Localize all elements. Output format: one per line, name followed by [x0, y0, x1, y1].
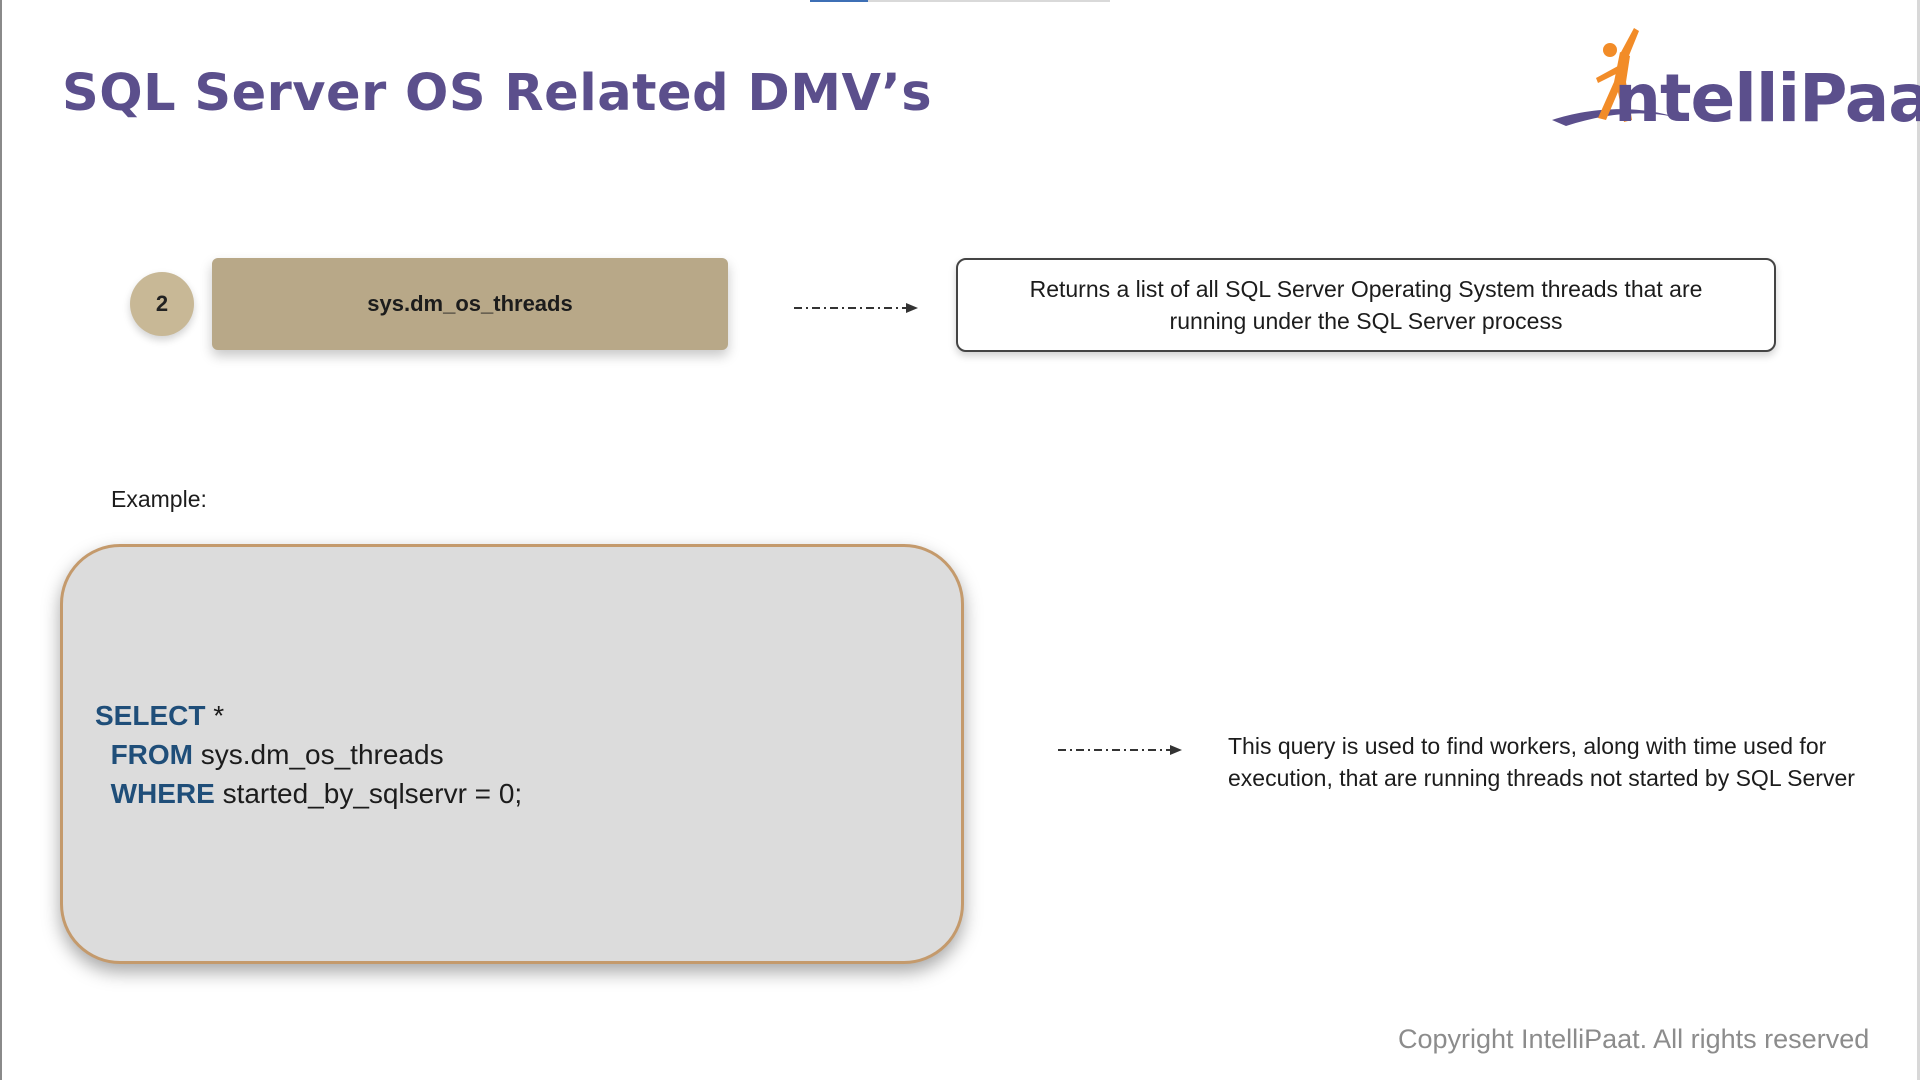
top-progress-indicator: [810, 0, 868, 2]
query-description: This query is used to find workers, alon…: [1228, 733, 1855, 791]
code-example-box: [60, 544, 964, 964]
jumping-person-icon: [1552, 28, 1678, 126]
example-label: Example:: [111, 486, 207, 512]
dashed-arrow-icon: [1058, 745, 1182, 755]
code-line-2-rest: sys.dm_os_threads: [193, 739, 444, 770]
dmv-description-text: Returns a list of all SQL Server Operati…: [1029, 276, 1703, 334]
slide-left-border: [0, 0, 2, 1080]
dmv-name-box: sys.dm_os_threads: [212, 258, 728, 350]
step-number-badge: 2: [130, 272, 194, 336]
code-line-1-rest: *: [205, 700, 225, 731]
top-progress-strip: [810, 0, 1110, 2]
code-keyword-from: FROM: [110, 739, 193, 770]
code-keyword-select: SELECT: [95, 700, 206, 731]
dashed-arrow-icon: [794, 303, 918, 313]
sql-code-block: SELECT * FROM sys.dm_os_threads WHERE st…: [95, 696, 522, 813]
intellipaat-logo: ntelliPaat: [1548, 22, 1920, 152]
dmv-description-box: Returns a list of all SQL Server Operati…: [956, 258, 1776, 352]
slide-title: SQL Server OS Related DMV’s: [62, 64, 933, 123]
code-line-3-rest: started_by_sqlservr = 0;: [214, 778, 523, 809]
logo-wordmark: ntelliPaat: [1614, 60, 1920, 137]
copyright-notice: Copyright IntelliPaat. All rights reserv…: [1398, 1024, 1870, 1054]
code-keyword-where: WHERE: [110, 778, 215, 809]
slide-right-border: [1917, 0, 1920, 1080]
